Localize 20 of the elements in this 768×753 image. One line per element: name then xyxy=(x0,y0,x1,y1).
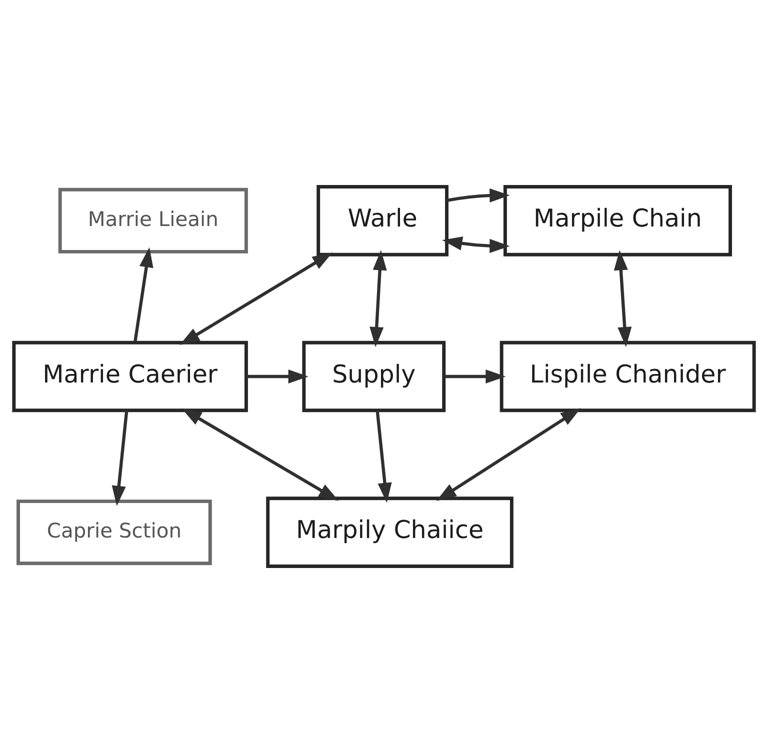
arrow xyxy=(376,410,392,503)
arrow xyxy=(182,408,339,501)
arrow xyxy=(370,250,387,348)
arrow xyxy=(444,369,506,384)
arrow xyxy=(436,408,581,501)
node-box: Lispile Chanider xyxy=(500,340,756,412)
node-box: Warle xyxy=(316,185,448,256)
arrow xyxy=(614,250,632,348)
node-box: Marpile Chain xyxy=(503,185,732,256)
arrow xyxy=(112,410,128,506)
node-box: Marrie Lieain xyxy=(58,188,248,254)
arrow xyxy=(180,252,332,346)
arrow xyxy=(133,247,154,342)
node-box: Supply xyxy=(302,340,446,412)
node-box: Marrie Caerier xyxy=(12,340,248,412)
node-box: Caprie Sction xyxy=(16,500,212,566)
arrow xyxy=(442,236,510,253)
arrow xyxy=(446,188,510,202)
node-box: Marpily Chaiice xyxy=(266,496,514,568)
arrow xyxy=(246,369,308,384)
